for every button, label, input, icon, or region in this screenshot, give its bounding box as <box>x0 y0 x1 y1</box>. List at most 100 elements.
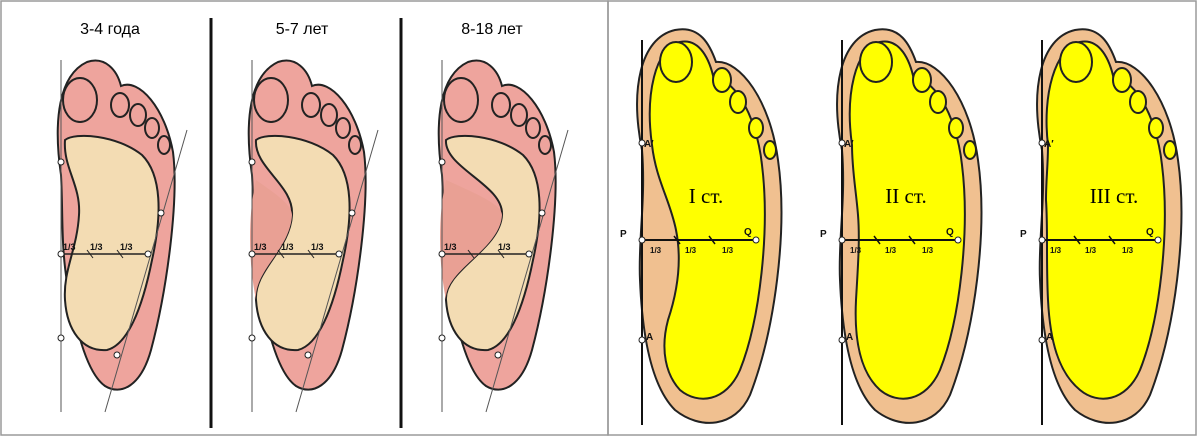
degree-label-3: III ст. <box>1090 184 1138 208</box>
small-toe-3 <box>949 118 963 138</box>
point-node-2 <box>1039 237 1045 243</box>
small-toe-2 <box>130 104 146 126</box>
point-node-3 <box>955 237 961 243</box>
degree-label-2: II ст. <box>885 184 926 208</box>
third-label: 1/3 <box>1050 246 1062 255</box>
small-toe-3 <box>526 118 540 138</box>
point-node-1 <box>639 140 645 146</box>
small-toe-4 <box>158 136 170 154</box>
point-4 <box>158 210 164 216</box>
point-q-label: Q <box>744 227 752 238</box>
third-label: 1/3 <box>685 246 697 255</box>
point-a-prime-label: A′ <box>844 139 854 150</box>
small-toe-2 <box>1130 91 1146 113</box>
third-label: 1/3 <box>922 246 934 255</box>
third-label: 1/3 <box>281 242 294 252</box>
third-label: 1/3 <box>722 246 734 255</box>
third-label: 1/3 <box>650 246 662 255</box>
point-3 <box>526 251 532 257</box>
point-1 <box>439 159 445 165</box>
small-toe-4 <box>764 141 776 159</box>
point-a-prime-label: A′ <box>1044 139 1054 150</box>
point-node-2 <box>839 237 845 243</box>
point-2 <box>439 251 445 257</box>
small-toe-3 <box>1149 118 1163 138</box>
big-toe <box>444 78 478 122</box>
small-toe-4 <box>964 141 976 159</box>
child-foot-1: 1/3 1/3 1/3 <box>58 60 187 412</box>
point-node-1 <box>839 140 845 146</box>
small-toe-4 <box>349 136 361 154</box>
third-label: 1/3 <box>63 242 76 252</box>
small-toe-2 <box>730 91 746 113</box>
point-a-label: A <box>1046 332 1053 343</box>
small-toe-4 <box>539 136 551 154</box>
point-2 <box>58 251 64 257</box>
point-2 <box>249 251 255 257</box>
third-label: 1/3 <box>444 242 457 252</box>
third-label: 1/3 <box>90 242 103 252</box>
child-foot-2: 1/3 1/3 1/3 <box>249 60 378 412</box>
third-label: 1/3 <box>1085 246 1097 255</box>
third-label: 1/3 <box>498 242 511 252</box>
small-toe-2 <box>511 104 527 126</box>
point-4 <box>539 210 545 216</box>
big-toe <box>660 42 692 82</box>
big-toe <box>1060 42 1092 82</box>
flatfoot-degree-3: A′ A P Q 1/3 1/3 1/3 <box>1020 29 1181 425</box>
small-toe-1 <box>111 93 129 117</box>
third-label: 1/3 <box>311 242 324 252</box>
small-toe-1 <box>913 68 931 92</box>
small-toe-1 <box>1113 68 1131 92</box>
point-6 <box>114 352 120 358</box>
point-6 <box>495 352 501 358</box>
small-toe-1 <box>302 93 320 117</box>
point-node-4 <box>839 337 845 343</box>
point-node-1 <box>1039 140 1045 146</box>
third-label: 1/3 <box>1122 246 1134 255</box>
point-3 <box>336 251 342 257</box>
third-label: 1/3 <box>885 246 897 255</box>
point-1 <box>58 159 64 165</box>
point-node-4 <box>1039 337 1045 343</box>
small-toe-2 <box>930 91 946 113</box>
point-5 <box>58 335 64 341</box>
small-toe-2 <box>321 104 337 126</box>
point-node-2 <box>639 237 645 243</box>
third-label: 1/3 <box>850 246 862 255</box>
point-node-3 <box>1155 237 1161 243</box>
point-p-label: P <box>820 229 827 240</box>
small-toe-1 <box>713 68 731 92</box>
point-a-prime-label: A′ <box>644 139 654 150</box>
flatfoot-degree-1: A′ A P Q 1/3 1/3 1/3 <box>620 29 781 425</box>
point-p-label: P <box>620 229 627 240</box>
third-label: 1/3 <box>254 242 267 252</box>
point-q-label: Q <box>1146 227 1154 238</box>
child-foot-3: 1/3 1/3 <box>439 60 568 412</box>
third-label: 1/3 <box>120 242 133 252</box>
point-3 <box>145 251 151 257</box>
point-node-4 <box>639 337 645 343</box>
age-title-3: 8-18 лет <box>461 21 523 38</box>
point-node-3 <box>753 237 759 243</box>
small-toe-4 <box>1164 141 1176 159</box>
age-title-1: 3-4 года <box>80 21 140 38</box>
age-title-2: 5-7 лет <box>276 21 329 38</box>
point-6 <box>305 352 311 358</box>
big-toe <box>254 78 288 122</box>
point-5 <box>439 335 445 341</box>
small-toe-1 <box>492 93 510 117</box>
point-4 <box>349 210 355 216</box>
point-p-label: P <box>1020 229 1027 240</box>
small-toe-3 <box>336 118 350 138</box>
point-a-label: A <box>646 332 653 343</box>
big-toe <box>63 78 97 122</box>
point-a-label: A <box>846 332 853 343</box>
small-toe-3 <box>749 118 763 138</box>
degree-label-1: I ст. <box>689 184 723 208</box>
point-5 <box>249 335 255 341</box>
big-toe <box>860 42 892 82</box>
